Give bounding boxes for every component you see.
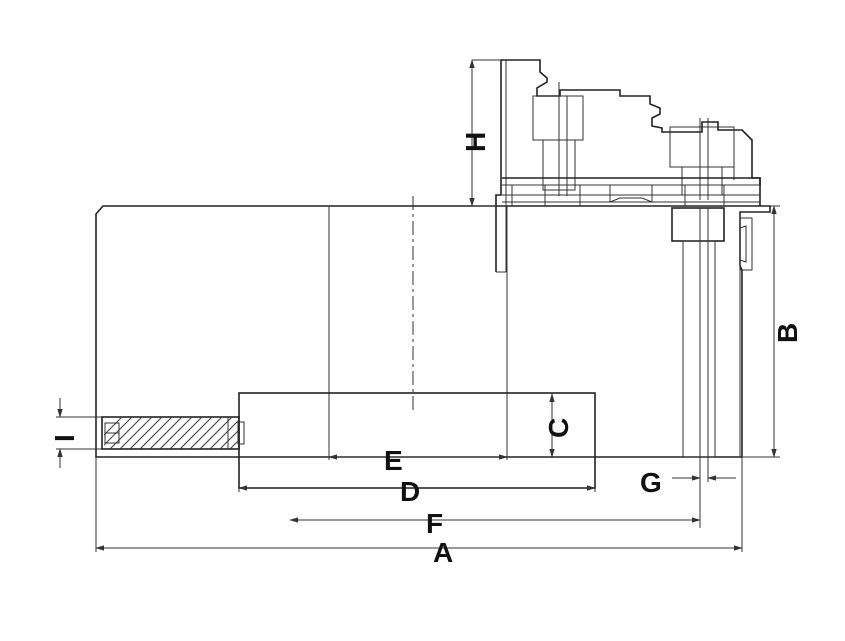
label-e: E [384,445,403,476]
label-i: I [49,434,80,442]
label-a: A [433,537,453,568]
jaw-assembly [495,59,761,273]
label-f: F [426,508,443,539]
t-bolt [671,207,753,480]
dimension-lines [57,59,777,551]
chuck-body [95,205,771,458]
label-h: H [460,132,491,152]
label-d: D [400,476,420,507]
label-c: C [543,418,574,438]
dimension-labels: A F D E G B H C I [49,132,803,568]
label-g: G [640,467,662,498]
threaded-shank [101,416,245,450]
back-hub [238,392,596,489]
label-b: B [772,323,803,343]
